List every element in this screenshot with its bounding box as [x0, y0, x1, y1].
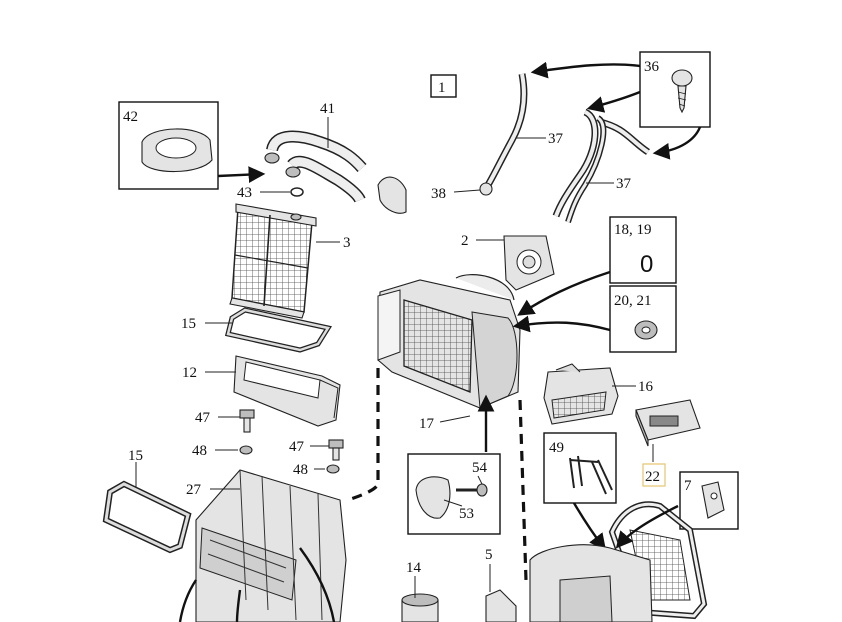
filter-2[interactable] — [503, 235, 555, 291]
module-22[interactable] — [635, 399, 701, 447]
svg-text:1: 1 — [438, 80, 446, 96]
callout-14: 14 — [406, 560, 422, 576]
svg-text:22: 22 — [645, 469, 660, 485]
callout-5: 5 — [485, 547, 493, 563]
screw-icon — [671, 69, 693, 114]
callout-box-49: 49 — [543, 432, 617, 504]
blower-motor-14[interactable] — [401, 593, 439, 622]
callout-43: 43 — [237, 185, 252, 201]
pipe-38[interactable] — [453, 182, 493, 196]
callout-17: 17 — [419, 416, 435, 432]
svg-text:42: 42 — [123, 109, 138, 125]
washer-48-left[interactable] — [239, 445, 253, 455]
callout-27: 27 — [186, 482, 202, 498]
bolt-icon — [456, 483, 488, 497]
callout-38: 38 — [431, 186, 446, 202]
svg-text:36: 36 — [644, 59, 660, 75]
clip-icon — [701, 481, 725, 519]
bracket-part[interactable] — [377, 176, 407, 214]
sensor-47-right[interactable] — [328, 439, 344, 461]
callout-1: 1 — [430, 74, 457, 98]
oring-icon: 0 — [640, 251, 653, 278]
lower-housing-27[interactable] — [195, 469, 347, 622]
oring-43[interactable] — [290, 187, 304, 197]
sensor-47-left[interactable] — [239, 409, 255, 433]
callout-47a: 47 — [195, 410, 211, 426]
svg-text:53: 53 — [459, 506, 474, 522]
svg-text:54: 54 — [472, 460, 488, 476]
nut-icon — [634, 320, 658, 340]
washer-48-right[interactable] — [326, 464, 340, 474]
evaporator-module-17[interactable] — [377, 274, 521, 409]
callout-box-53-54: 54 53 — [407, 453, 501, 535]
blower-housing[interactable] — [529, 544, 653, 622]
housing-12[interactable] — [233, 355, 341, 427]
callout-12: 12 — [182, 365, 197, 381]
heater-hoses-41[interactable] — [264, 130, 367, 203]
wire-clip-icon — [569, 455, 613, 495]
coolant-pipe-37a[interactable] — [484, 73, 528, 187]
callout-box-42: 42 — [118, 101, 219, 190]
callout-3: 3 — [343, 235, 351, 251]
callout-box-20-21: 20, 21 — [609, 285, 677, 353]
seal-part-icon — [141, 128, 213, 173]
svg-text:49: 49 — [549, 440, 564, 456]
heater-core-3[interactable] — [229, 203, 317, 319]
callout-22: 22 — [642, 463, 666, 487]
callout-15a: 15 — [181, 316, 196, 332]
callout-box-18-19: 18, 19 0 — [609, 216, 677, 284]
gasket-15-lower[interactable] — [102, 480, 192, 554]
callout-box-36: 36 — [639, 51, 711, 128]
control-unit-16[interactable] — [543, 363, 619, 425]
callout-48b: 48 — [293, 462, 308, 478]
svg-text:7: 7 — [684, 478, 692, 494]
svg-text:18, 19: 18, 19 — [614, 222, 652, 238]
gasket-15-upper[interactable] — [224, 307, 333, 353]
callout-41: 41 — [320, 101, 335, 117]
callout-48a: 48 — [192, 443, 207, 459]
callout-box-7: 7 — [679, 471, 739, 530]
callout-2: 2 — [461, 233, 469, 249]
callout-16: 16 — [638, 379, 654, 395]
callout-15b: 15 — [128, 448, 143, 464]
callout-47b: 47 — [289, 439, 305, 455]
callout-37a: 37 — [548, 131, 564, 147]
svg-text:20, 21: 20, 21 — [614, 293, 652, 309]
coolant-pipe-37b[interactable] — [552, 108, 650, 223]
callout-37b: 37 — [616, 176, 632, 192]
part-5[interactable] — [485, 589, 517, 622]
